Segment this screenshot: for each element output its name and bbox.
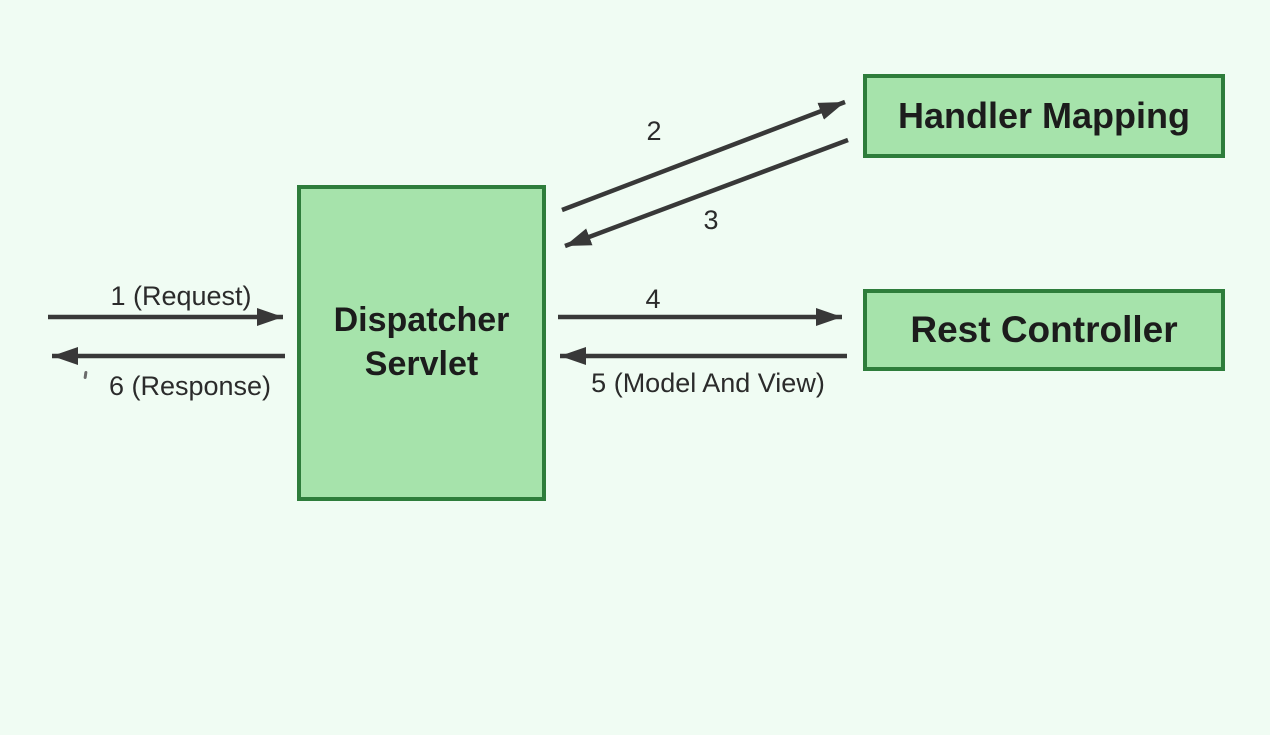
arrow-label-request: 1 (Request)	[110, 281, 252, 311]
node-rest-controller: Rest Controller	[863, 289, 1225, 371]
node-rest-controller-label: Rest Controller	[910, 309, 1178, 350]
arrow-to-handler-mapping	[561, 99, 846, 213]
arrow-label-step-2: 2	[646, 116, 662, 146]
arrow-label-model-and-view: 5 (Model And View)	[591, 368, 825, 398]
arrow-label-response: 6 (Response)	[108, 371, 272, 401]
node-dispatcher-servlet-label: Dispatcher Servlet	[333, 301, 510, 383]
node-handler-mapping-label: Handler Mapping	[897, 95, 1190, 136]
arrow-label-step-3: 3	[703, 205, 719, 235]
arrow-from-handler-mapping	[564, 137, 849, 249]
node-handler-mapping: Handler Mapping	[863, 74, 1225, 158]
arrow-label-step-4: 4	[645, 284, 661, 314]
node-dispatcher-servlet: Dispatcher Servlet	[297, 185, 546, 501]
